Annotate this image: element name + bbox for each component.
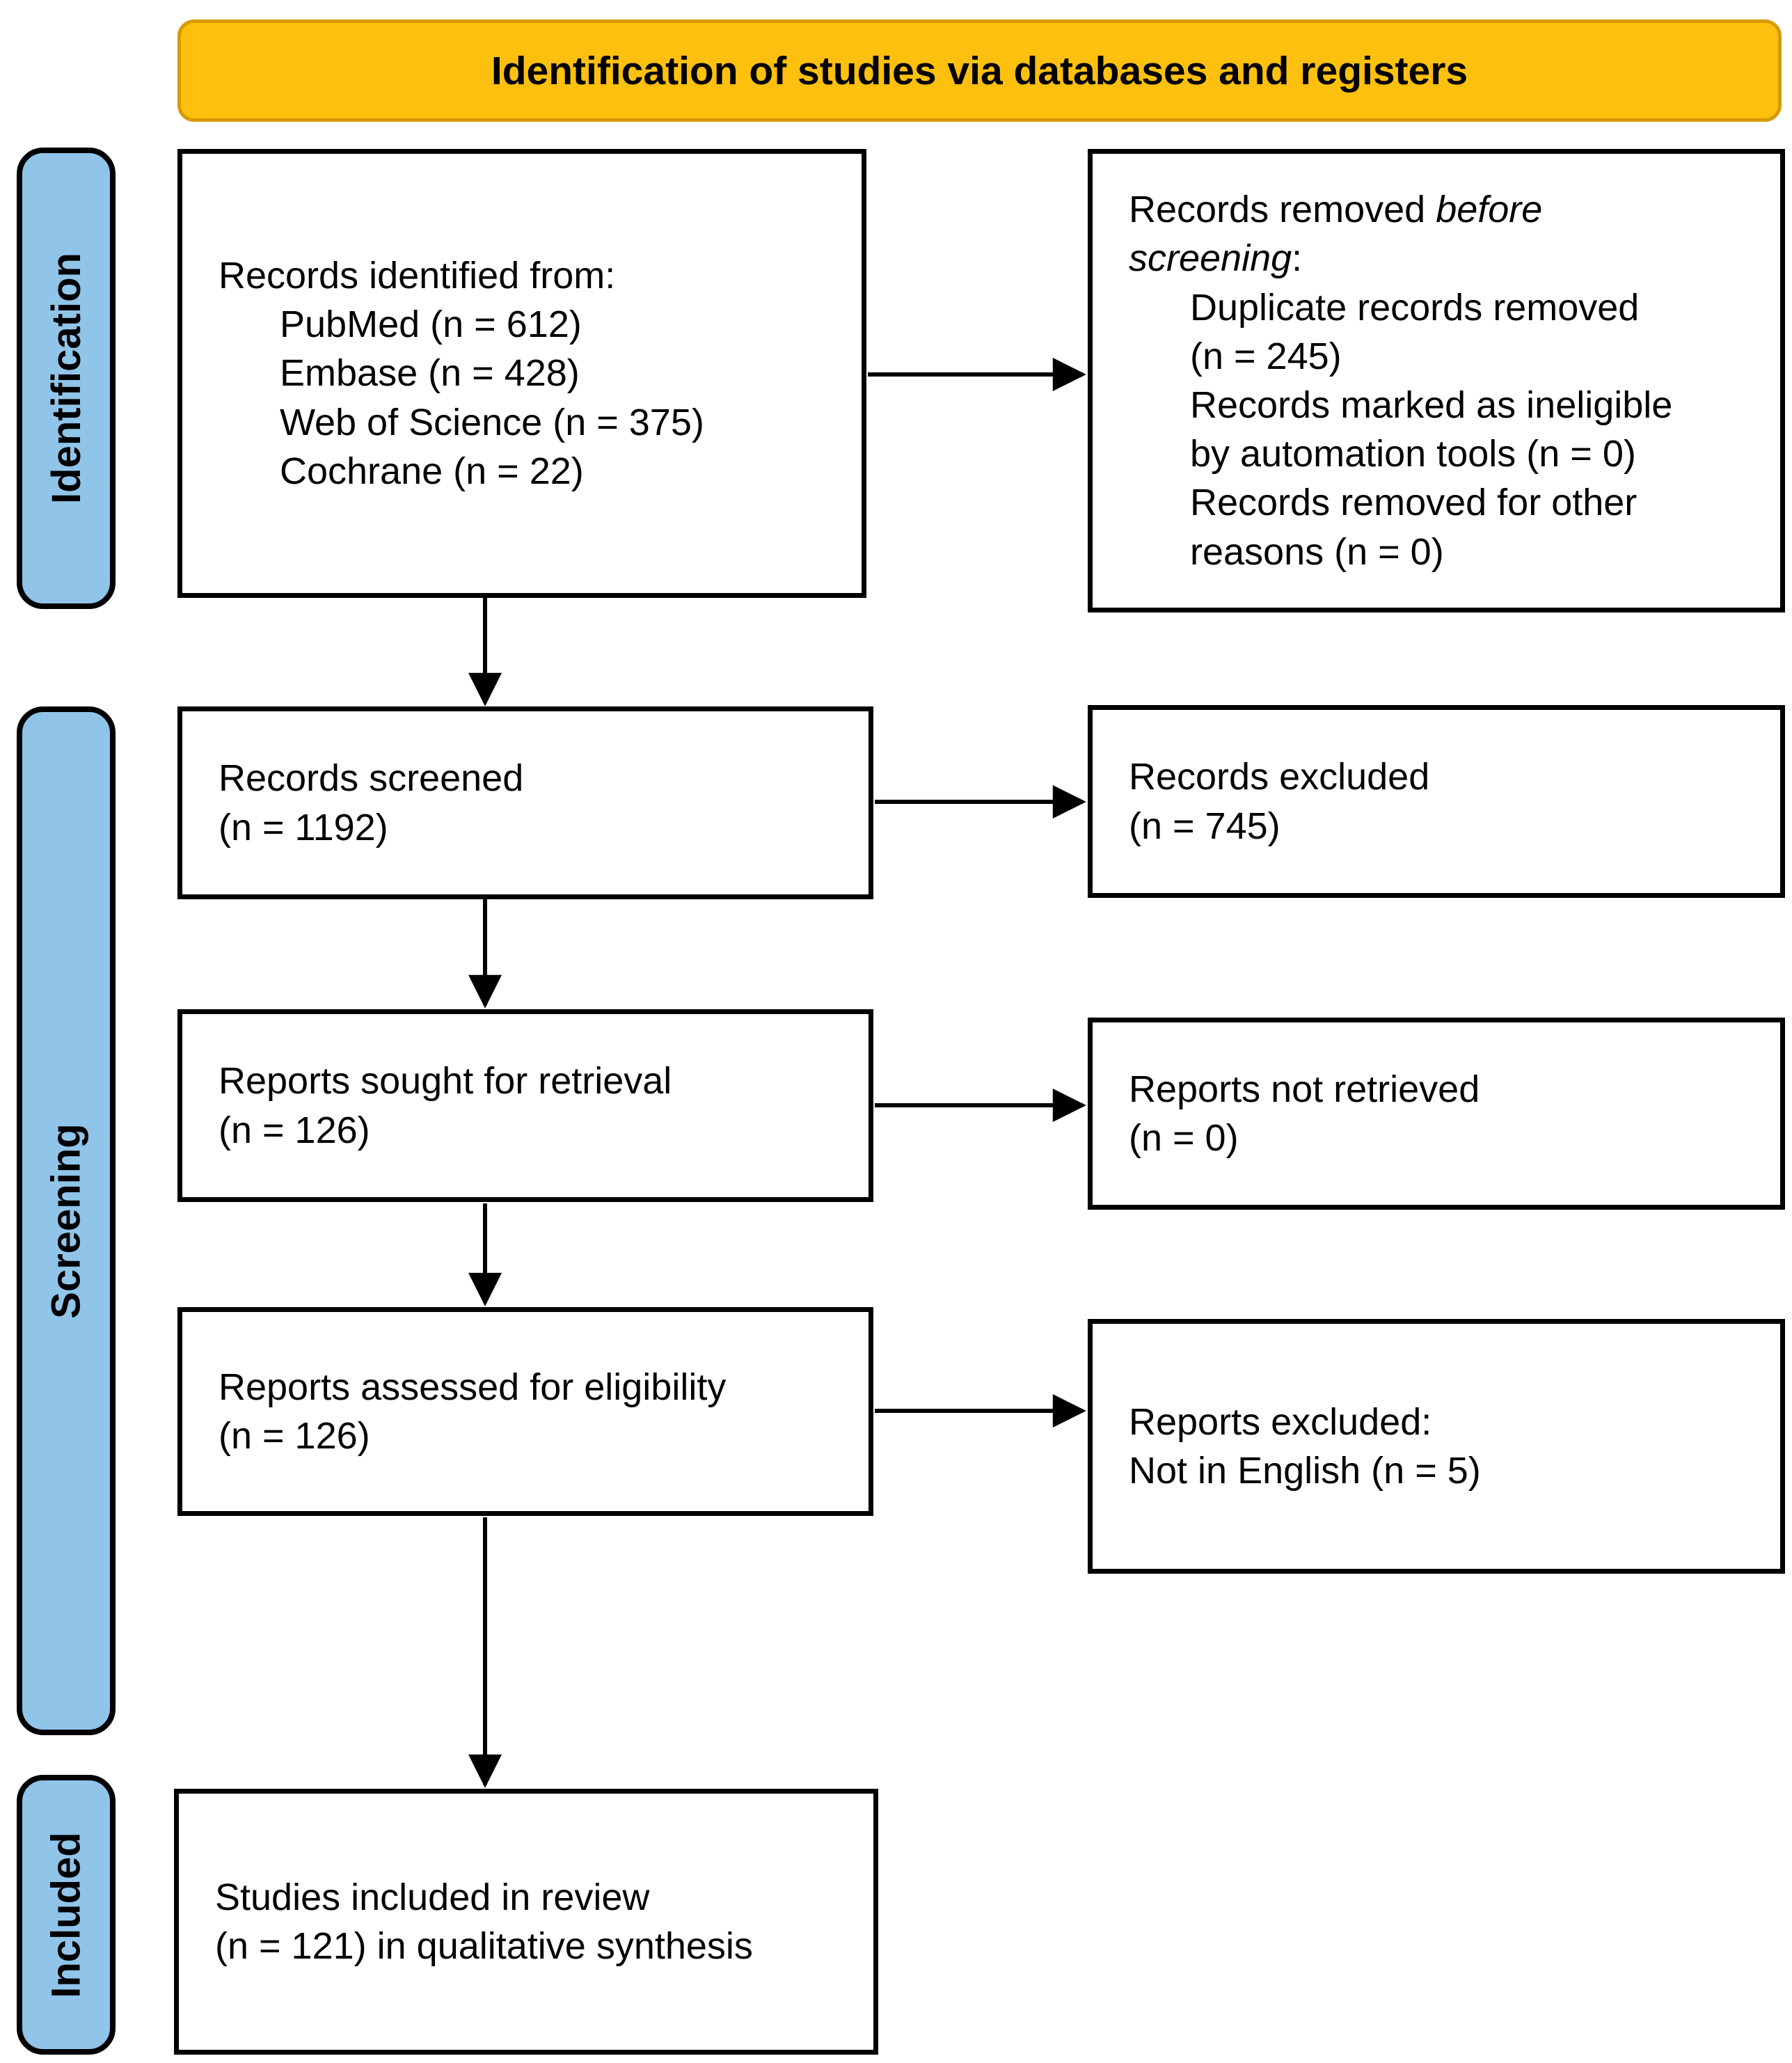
reports-not-retrieved-line1: Reports not retrieved bbox=[1129, 1068, 1480, 1110]
ineligible-automation-line2: by automation tools (n = 0) bbox=[1190, 433, 1636, 475]
records-screened-line1: Records screened bbox=[219, 757, 524, 800]
studies-included-line1: Studies included in review bbox=[215, 1876, 650, 1918]
reports-sought-line1: Reports sought for retrieval bbox=[219, 1060, 672, 1102]
records-removed-title-italic1: before bbox=[1436, 189, 1543, 231]
source-embase: Embase (n = 428) bbox=[280, 352, 580, 395]
duplicates-removed-line1: Duplicate records removed bbox=[1190, 286, 1640, 329]
box-records-screened: Records screened (n = 1192) bbox=[177, 706, 873, 899]
reports-excluded-line2: Not in English (n = 5) bbox=[1129, 1450, 1481, 1492]
records-excluded-line1: Records excluded bbox=[1129, 756, 1430, 798]
stage-bar-included: Included bbox=[17, 1775, 116, 2055]
studies-included-line2: (n = 121) in qualitative synthesis bbox=[215, 1925, 753, 1967]
records-screened-line2: (n = 1192) bbox=[219, 806, 388, 848]
records-removed-title-normal: Records removed bbox=[1129, 189, 1436, 231]
other-reasons-line1: Records removed for other bbox=[1190, 482, 1638, 524]
stage-label-screening: Screening bbox=[43, 1123, 89, 1319]
source-cochrane: Cochrane (n = 22) bbox=[280, 450, 584, 492]
records-removed-title-line2: screening: bbox=[1129, 234, 1759, 283]
records-removed-title-suffix: : bbox=[1292, 237, 1303, 280]
box-records-excluded: Records excluded (n = 745) bbox=[1088, 705, 1785, 898]
stage-label-identification: Identification bbox=[43, 253, 89, 504]
reports-assessed-line2: (n = 126) bbox=[219, 1415, 370, 1457]
stage-bar-screening: Screening bbox=[17, 706, 116, 1735]
banner: Identification of studies via databases … bbox=[177, 19, 1782, 122]
source-pubmed: PubMed (n = 612) bbox=[280, 303, 582, 346]
box-reports-excluded: Reports excluded: Not in English (n = 5) bbox=[1088, 1319, 1785, 1574]
stage-label-included: Included bbox=[43, 1831, 89, 1998]
stage-bar-identification: Identification bbox=[17, 148, 116, 609]
box-records-removed-before-screening: Records removed before screening: Duplic… bbox=[1088, 149, 1785, 612]
reports-excluded-line1: Reports excluded: bbox=[1129, 1400, 1432, 1443]
other-reasons-line2: reasons (n = 0) bbox=[1190, 530, 1444, 573]
box-reports-not-retrieved: Reports not retrieved (n = 0) bbox=[1088, 1018, 1785, 1210]
box-reports-assessed: Reports assessed for eligibility (n = 12… bbox=[177, 1307, 873, 1516]
box-reports-sought: Reports sought for retrieval (n = 126) bbox=[177, 1009, 873, 1202]
records-removed-title-italic2: screening bbox=[1129, 237, 1292, 280]
box-records-identified: Records identified from: PubMed (n = 612… bbox=[177, 149, 866, 598]
records-identified-title: Records identified from: bbox=[219, 255, 616, 297]
banner-title: Identification of studies via databases … bbox=[491, 48, 1468, 93]
reports-assessed-line1: Reports assessed for eligibility bbox=[219, 1366, 727, 1408]
reports-not-retrieved-line2: (n = 0) bbox=[1129, 1117, 1239, 1159]
ineligible-automation-line1: Records marked as ineligible bbox=[1190, 384, 1673, 426]
reports-sought-line2: (n = 126) bbox=[219, 1109, 370, 1151]
box-studies-included: Studies included in review (n = 121) in … bbox=[174, 1789, 878, 2055]
records-excluded-line2: (n = 745) bbox=[1129, 805, 1280, 847]
records-removed-title-line1: Records removed before bbox=[1129, 185, 1759, 234]
source-web-of-science: Web of Science (n = 375) bbox=[280, 401, 704, 443]
duplicates-removed-line2: (n = 245) bbox=[1190, 335, 1342, 377]
